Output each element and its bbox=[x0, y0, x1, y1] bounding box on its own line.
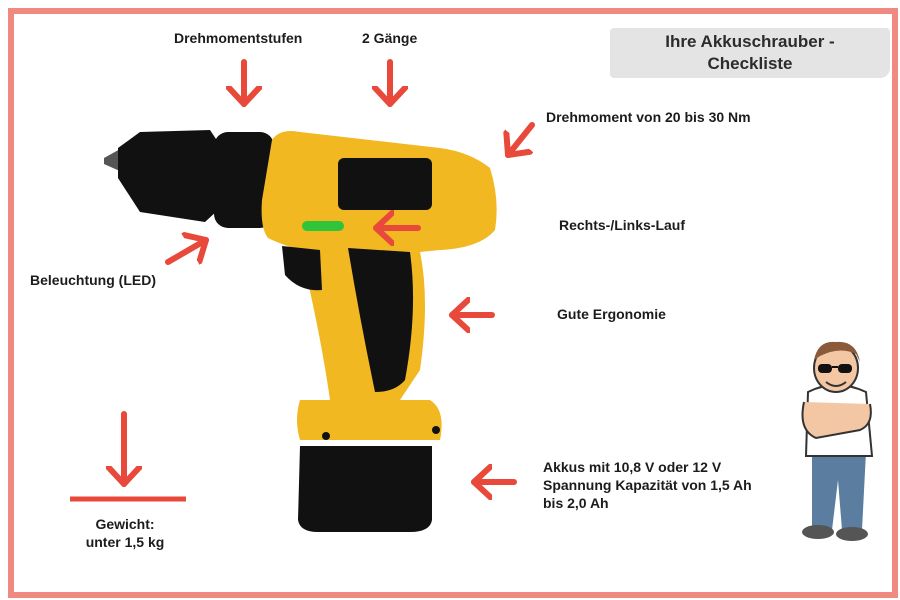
label-led: Beleuchtung (LED) bbox=[30, 272, 156, 288]
label-ergonomics: Gute Ergonomie bbox=[557, 306, 666, 322]
label-battery: Akkus mit 10,8 V oder 12 V Spannung Kapa… bbox=[543, 458, 752, 512]
title-line-2: Checkliste bbox=[707, 54, 793, 73]
led-indicator bbox=[302, 221, 344, 231]
drill-base bbox=[297, 400, 442, 440]
drill-chuck bbox=[118, 130, 218, 222]
handle-grip bbox=[348, 248, 414, 392]
battery-line-1: Akkus mit 10,8 V oder 12 V bbox=[543, 459, 722, 475]
base-screw bbox=[322, 432, 330, 440]
vent-slots bbox=[438, 172, 462, 207]
label-direction: Rechts-/Links-Lauf bbox=[559, 217, 686, 233]
label-weight: Gewicht: unter 1,5 kg bbox=[70, 515, 180, 551]
arrow-torque bbox=[508, 122, 535, 158]
drill-illustration bbox=[104, 130, 497, 532]
label-torque-steps: Drehmomentstufen bbox=[174, 30, 303, 46]
trigger bbox=[282, 246, 322, 291]
label-torque: Drehmoment von 20 bis 30 Nm bbox=[546, 109, 751, 125]
battery-line-3: bis 2,0 Ah bbox=[543, 495, 609, 511]
checklist-title-box: Ihre Akkuschrauber - Checkliste bbox=[610, 28, 890, 78]
torque-collar bbox=[214, 132, 274, 228]
base-screw bbox=[432, 426, 440, 434]
weight-line-2: unter 1,5 kg bbox=[85, 534, 165, 550]
title-line-1: Ihre Akkuschrauber - bbox=[665, 32, 835, 51]
label-gears: 2 Gänge bbox=[362, 30, 418, 46]
page-frame bbox=[8, 8, 898, 598]
battery-line-2: Spannung Kapazität von 1,5 Ah bbox=[543, 477, 752, 493]
weight-line-1: Gewicht: bbox=[95, 516, 155, 532]
character-illustration bbox=[801, 341, 874, 541]
drill-bit-tip bbox=[104, 148, 122, 172]
vent-panel bbox=[338, 158, 432, 210]
battery-pack bbox=[298, 446, 432, 532]
arrow-led bbox=[165, 240, 209, 265]
